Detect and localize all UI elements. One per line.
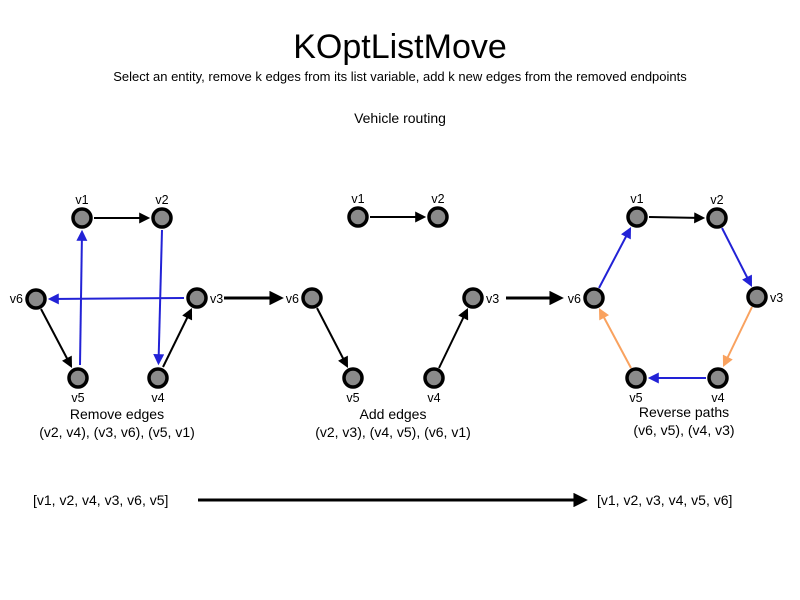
node-label-v2: v2 (155, 193, 168, 207)
node-v5 (67, 367, 89, 389)
graph-caption-detail: (v6, v5), (v4, v3) (633, 422, 734, 438)
edge-v4-v3 (162, 308, 193, 368)
node-label-v5: v5 (346, 391, 359, 405)
after-list: [v1, v2, v3, v4, v5, v6] (597, 492, 732, 508)
node-v3 (462, 287, 484, 309)
graph-remove-edges: v1 v2 v6 v3 v5 v4 Remove edges (v2, v4),… (10, 193, 223, 440)
node-label-v4: v4 (151, 391, 164, 405)
edge-v5-v6-reversed (598, 308, 632, 369)
node-label-v6: v6 (286, 292, 299, 306)
edge-v1-v2 (648, 212, 706, 224)
node-v4 (147, 367, 169, 389)
node-label-v2: v2 (431, 192, 444, 206)
edge-v4-v3 (438, 308, 469, 369)
node-v4 (423, 367, 445, 389)
edge-v5-v1-removed (76, 229, 88, 366)
edge-v6-v5 (40, 308, 73, 368)
edge-v3-v6-removed (47, 293, 185, 305)
node-label-v4: v4 (427, 391, 440, 405)
node-label-v3: v3 (210, 292, 223, 306)
node-label-v1: v1 (75, 193, 88, 207)
graph-caption: Remove edges (70, 406, 164, 422)
graph-caption-detail: (v2, v4), (v3, v6), (v5, v1) (39, 424, 195, 440)
graph-reverse-paths: v1 v2 v6 v3 v5 v4 Reverse paths (v6, v5)… (568, 192, 783, 438)
edge-v2-v3-added (721, 227, 752, 287)
page-subtitle: Select an entity, remove k edges from it… (113, 69, 687, 84)
before-list: [v1, v2, v4, v3, v6, v5] (33, 492, 168, 508)
problem-label: Vehicle routing (354, 110, 446, 126)
node-v2 (427, 206, 449, 228)
edge-v6-v5 (316, 307, 349, 368)
node-v1 (71, 207, 93, 229)
edge-v2-v4-removed (153, 229, 165, 366)
node-label-v3: v3 (486, 292, 499, 306)
node-v1 (347, 206, 369, 228)
node-label-v4: v4 (711, 391, 724, 405)
node-label-v6: v6 (10, 292, 23, 306)
node-label-v5: v5 (71, 391, 84, 405)
graph-add-edges: v1 v2 v6 v3 v5 v4 Add edges (v2, v3), (v… (286, 192, 499, 440)
node-v6 (583, 287, 605, 309)
graph-caption-detail: (v2, v3), (v4, v5), (v6, v1) (315, 424, 471, 440)
node-label-v5: v5 (629, 391, 642, 405)
edge-v3-v4-reversed (722, 306, 753, 367)
edge-v6-v1-added (598, 227, 632, 289)
node-label-v1: v1 (351, 192, 364, 206)
node-label-v1: v1 (630, 192, 643, 206)
node-label-v3: v3 (770, 291, 783, 305)
page-title: KOptListMove (293, 28, 507, 66)
node-label-v2: v2 (710, 193, 723, 207)
graph-caption: Reverse paths (639, 404, 729, 420)
node-v1 (626, 206, 648, 228)
node-v3 (746, 286, 768, 308)
list-transformation: [v1, v2, v4, v3, v6, v5] [v1, v2, v3, v4… (33, 492, 732, 508)
node-v6 (301, 287, 323, 309)
node-v2 (706, 207, 728, 229)
graph-caption: Add edges (360, 406, 427, 422)
node-label-v6: v6 (568, 292, 581, 306)
node-v3 (186, 287, 208, 309)
node-v5 (625, 367, 647, 389)
node-v2 (151, 207, 173, 229)
node-v4 (707, 367, 729, 389)
node-v6 (25, 288, 47, 310)
node-v5 (342, 367, 364, 389)
